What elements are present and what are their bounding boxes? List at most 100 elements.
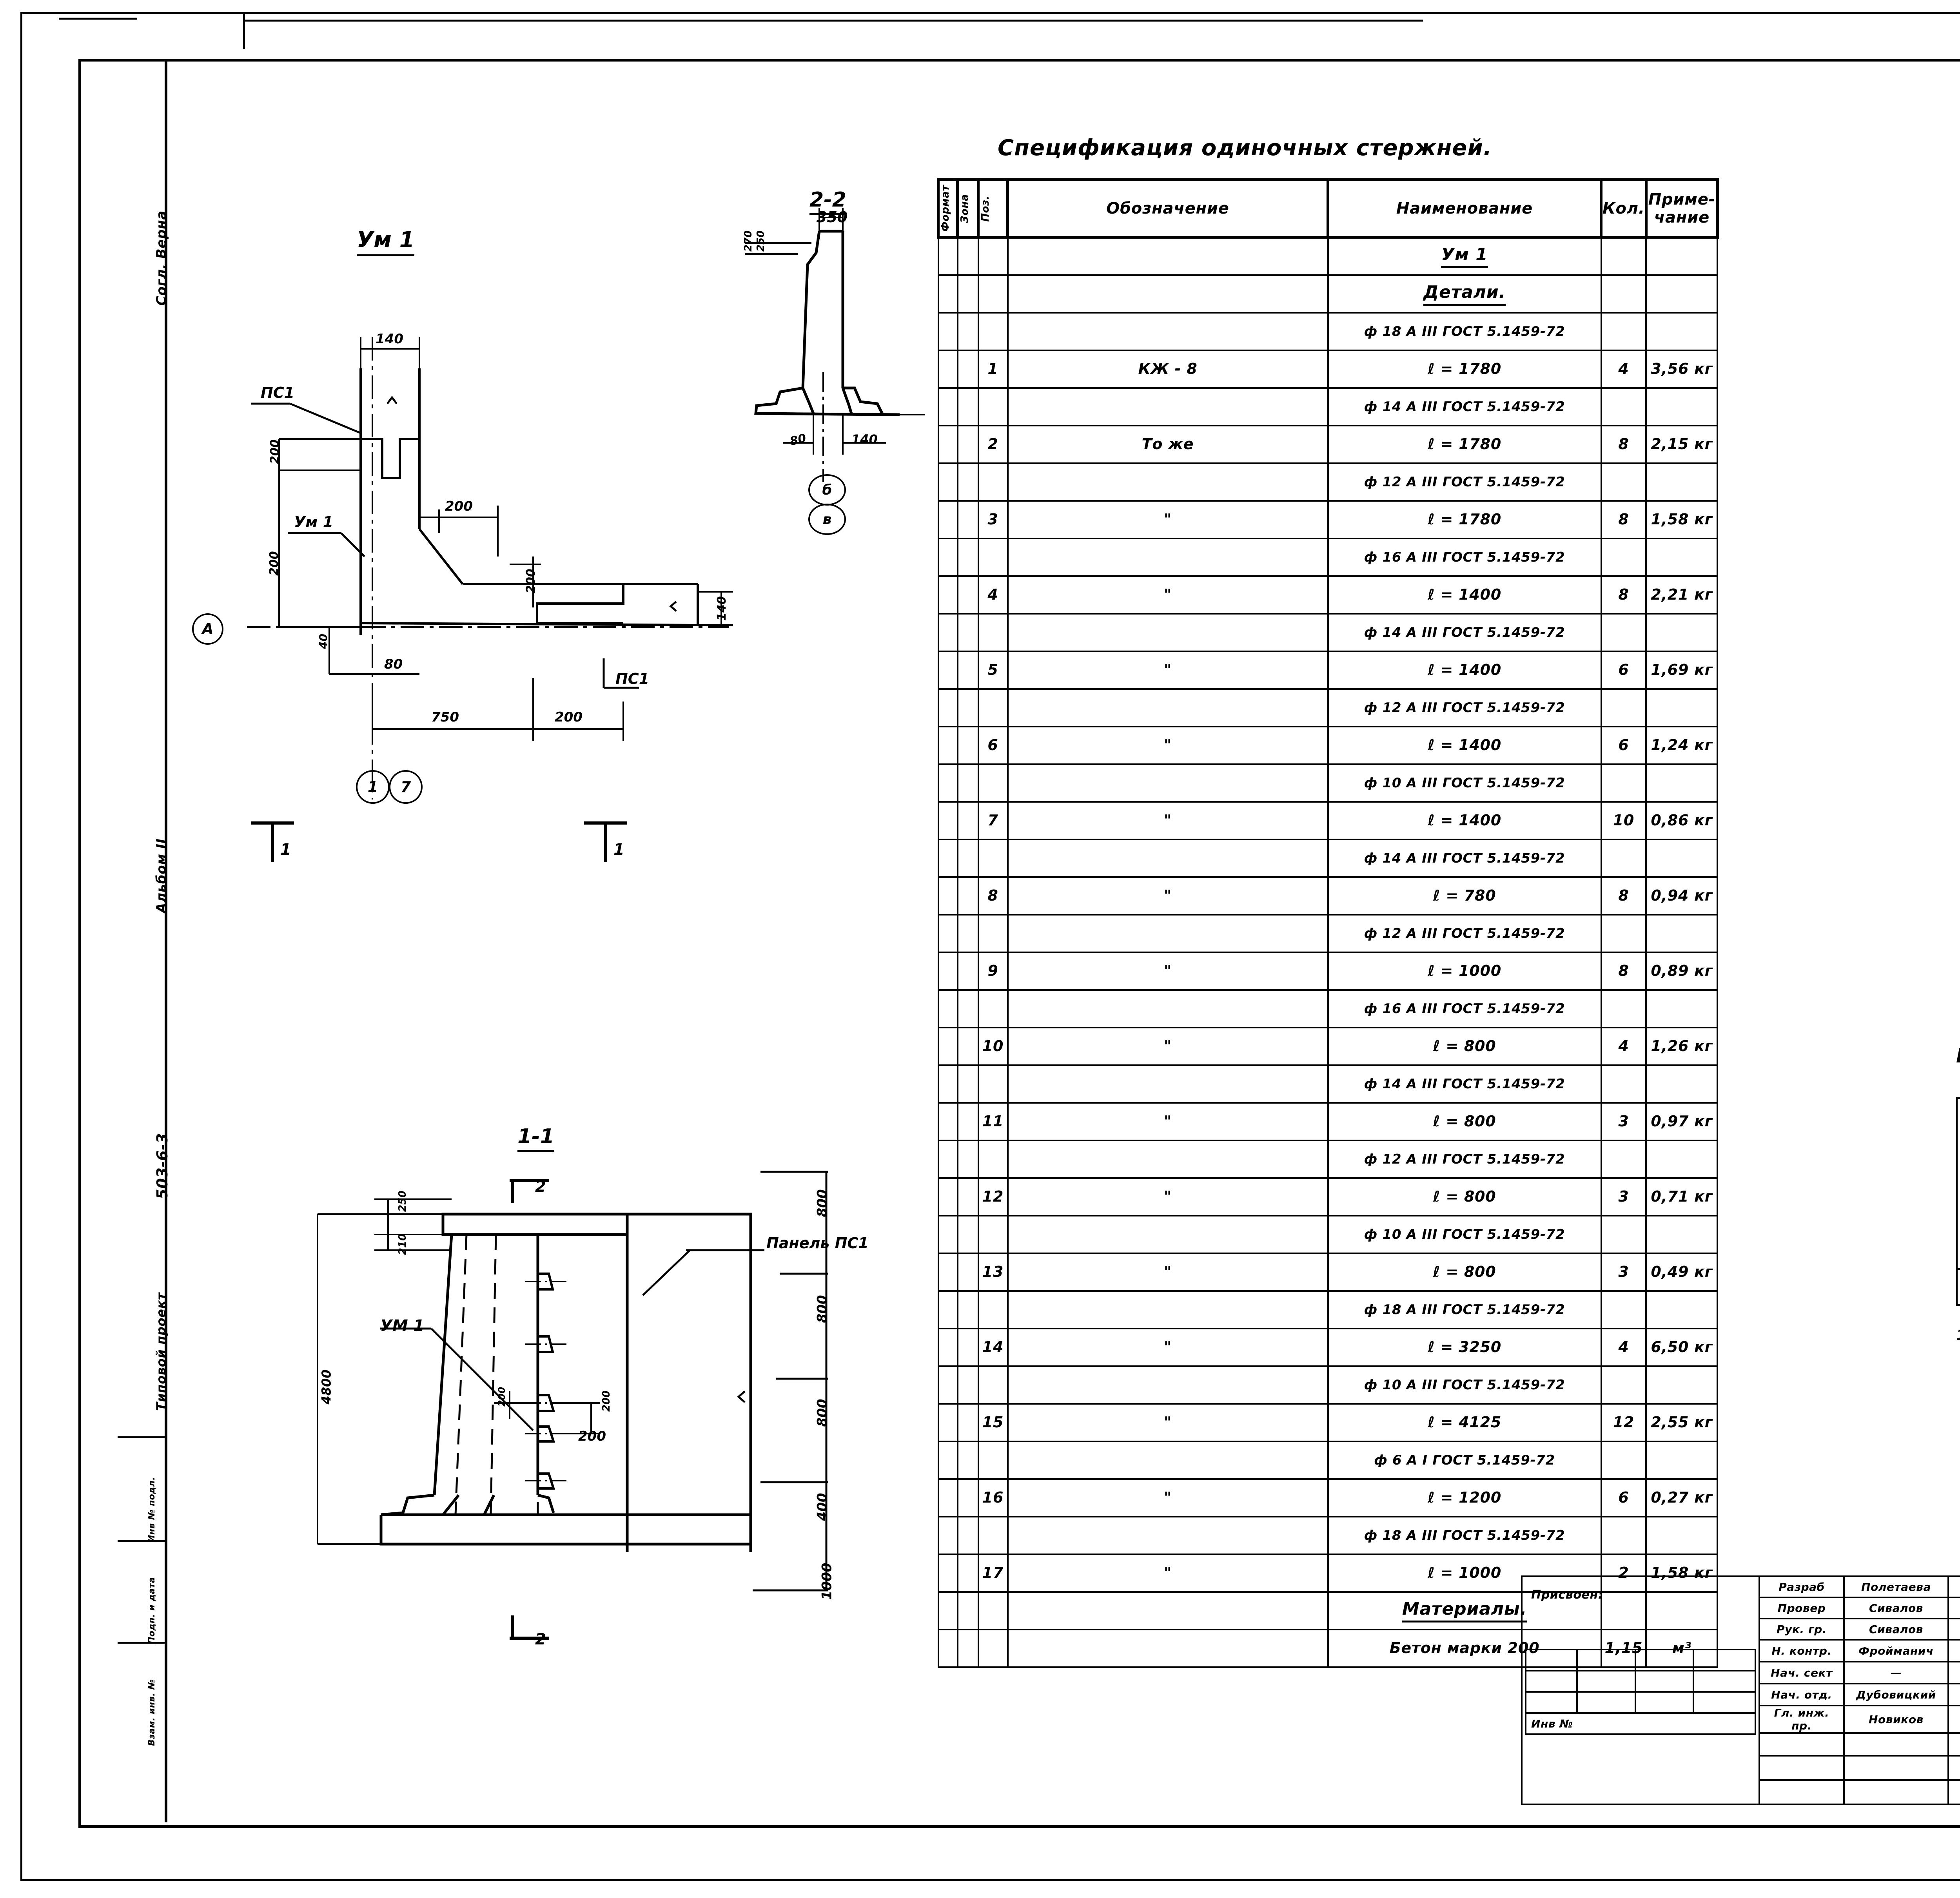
view-um1-label-ps1-top: ПС1 <box>261 384 295 401</box>
spec-cell <box>937 349 958 389</box>
spec-cell: " <box>1007 1026 1329 1066</box>
spec-table-title: Спецификация одиночных стержней. <box>998 135 1492 161</box>
spec-cell: 0,71 кг <box>1645 1177 1719 1216</box>
role-name-2: Сивалов <box>1843 1618 1949 1641</box>
spec-cell <box>977 1215 1009 1254</box>
spec-cell <box>956 274 979 314</box>
spec-cell: ℓ = 800 <box>1327 1252 1602 1292</box>
view-11-ladder-800a: 800 <box>814 1189 830 1217</box>
spec-cell <box>1645 312 1719 351</box>
spec-cell <box>937 500 958 539</box>
spec-cell: 8 <box>1600 951 1647 991</box>
spec-cell <box>937 424 958 464</box>
spec-cell <box>956 838 979 878</box>
spec-gost: ф 12 А III ГОСТ 5.1459-72 <box>1364 926 1565 941</box>
section-mark-label-1a: 1 <box>280 841 291 859</box>
view-um1-geometry <box>247 337 733 799</box>
spec-cell: " <box>1007 1252 1329 1292</box>
view-um1-axis-marker-a: А <box>192 613 223 645</box>
spec-cell: ф 12 А III ГОСТ 5.1459-72 <box>1327 462 1602 502</box>
view-um1-label-ps1-bottom: ПС1 <box>615 670 650 687</box>
spec-cell: 9 <box>977 951 1009 991</box>
view-um1-dim-200e: 200 <box>555 709 583 725</box>
spec-cell <box>937 650 958 690</box>
spec-cell <box>1007 1139 1329 1179</box>
spec-cell <box>937 1591 958 1630</box>
margin-label-album: Альбом II <box>154 838 169 913</box>
spec-gost-row: ф 18 А III ГОСТ 5.1459-72 <box>937 1515 1719 1555</box>
view-um1-label-um1: Ум 1 <box>294 513 334 531</box>
spec-cell: 2,55 кг <box>1645 1403 1719 1442</box>
spec-cell: 0,86 кг <box>1645 801 1719 840</box>
spec-cell <box>937 1139 958 1179</box>
view-22-marker-v: в <box>808 504 846 535</box>
spec-cell <box>1645 274 1719 314</box>
spec-cell: " <box>1007 725 1329 765</box>
spec-cell <box>977 537 1009 577</box>
spec-cell <box>977 274 1009 314</box>
spec-cell <box>1645 838 1719 878</box>
role-label-3: Н. контр. <box>1759 1639 1845 1662</box>
spec-cell <box>956 876 979 915</box>
view-22-dim-350: 350 <box>817 208 848 226</box>
spec-cell <box>937 1440 958 1480</box>
spec-cell <box>937 1026 958 1066</box>
spec-cell <box>1600 1290 1647 1329</box>
spec-cell <box>956 650 979 690</box>
spec-gost: ф 6 А I ГОСТ 5.1459-72 <box>1374 1452 1555 1468</box>
spec-gost-row: ф 16 А III ГОСТ 5.1459-72 <box>937 989 1719 1028</box>
spec-cell <box>956 1290 979 1329</box>
spec-col-header-2: Поз. <box>977 178 1009 239</box>
spec-cell: ф 12 А III ГОСТ 5.1459-72 <box>1327 914 1602 953</box>
spec-cell <box>956 763 979 803</box>
view-um1-title: Ум 1 <box>357 227 415 256</box>
role-label-4: Нач. сект <box>1759 1661 1845 1684</box>
spec-cell: 8 <box>1600 500 1647 539</box>
role-name-4: — <box>1843 1661 1949 1684</box>
spec-cell <box>937 951 958 991</box>
spec-cell <box>977 1365 1009 1405</box>
spec-cell <box>956 989 979 1028</box>
spec-cell: 6 <box>1600 1478 1647 1517</box>
spec-gost: ф 14 А III ГОСТ 5.1459-72 <box>1364 625 1565 640</box>
trim-mark-top-left <box>59 18 137 20</box>
spec-cell <box>1600 387 1647 426</box>
spec-cell <box>1007 387 1329 426</box>
spec-cell <box>937 1628 958 1668</box>
spec-section-um1: Ум 1 <box>1441 245 1488 268</box>
spec-gost: ф 12 А III ГОСТ 5.1459-72 <box>1364 474 1565 490</box>
spec-cell <box>1600 1215 1647 1254</box>
spec-cell <box>937 914 958 953</box>
spec-col-header-4: Наименование <box>1327 178 1602 239</box>
spec-cell <box>1007 1290 1329 1329</box>
spec-cell <box>956 1553 979 1593</box>
view-22-marker-b: б <box>808 474 846 506</box>
spec-cell <box>1645 613 1719 652</box>
spec-gost-row: ф 10 А III ГОСТ 5.1459-72 <box>937 763 1719 803</box>
spec-cell <box>1600 1064 1647 1104</box>
spec-cell <box>1645 914 1719 953</box>
view-11-marker-2-top: 2 <box>535 1178 546 1196</box>
spec-gost-row: ф 14 А III ГОСТ 5.1459-72 <box>937 838 1719 878</box>
spec-cell <box>956 1252 979 1292</box>
spec-cell <box>956 688 979 727</box>
spec-cell <box>937 688 958 727</box>
spec-cell: 1,58 кг <box>1645 500 1719 539</box>
view-um1-dim-200a: 200 <box>268 439 282 464</box>
view-um1-dim-140: 140 <box>376 331 403 347</box>
margin-label-project-code: 503-6-3 <box>154 1133 171 1199</box>
spec-cell <box>937 537 958 577</box>
spec-cell <box>956 424 979 464</box>
spec-cell: 0,94 кг <box>1645 876 1719 915</box>
spec-cell: 4 <box>1600 349 1647 389</box>
spec-cell <box>956 1403 979 1442</box>
spec-cell: ℓ = 1400 <box>1327 575 1602 615</box>
spec-cell <box>1007 613 1329 652</box>
